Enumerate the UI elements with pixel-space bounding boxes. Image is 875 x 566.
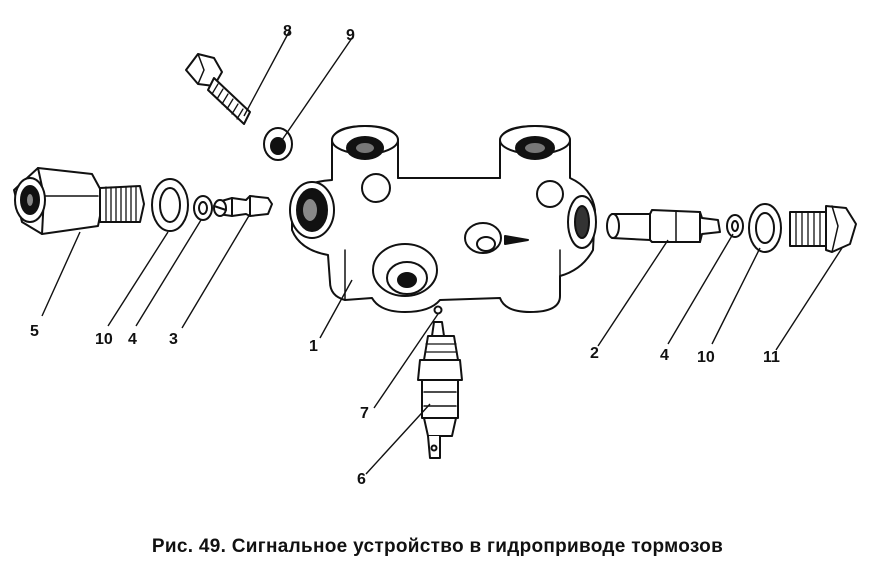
label-part-4-right: 4 bbox=[660, 347, 669, 364]
label-part-2: 2 bbox=[590, 345, 599, 362]
valve-body bbox=[289, 125, 597, 313]
signal-switch bbox=[417, 321, 463, 459]
label-part-9: 9 bbox=[346, 27, 355, 44]
leader-lines bbox=[41, 29, 843, 475]
label-part-1: 1 bbox=[309, 338, 318, 355]
piston-left bbox=[213, 195, 273, 217]
ball bbox=[433, 305, 443, 315]
threaded-plug bbox=[789, 205, 857, 253]
label-part-6: 6 bbox=[357, 471, 366, 488]
label-part-7: 7 bbox=[360, 405, 369, 422]
union-nut bbox=[13, 167, 145, 235]
label-part-10-left: 10 bbox=[95, 331, 113, 348]
bolt bbox=[185, 53, 251, 125]
label-part-8: 8 bbox=[283, 23, 292, 40]
label-part-11: 11 bbox=[763, 349, 780, 366]
piston-right bbox=[606, 209, 721, 243]
label-part-4-left: 4 bbox=[128, 331, 137, 348]
o-ring-left bbox=[193, 195, 213, 221]
figure-caption: Рис. 49. Сигнальное устройство в гидропр… bbox=[151, 536, 724, 557]
ring-washer bbox=[263, 127, 293, 161]
label-part-3: 3 bbox=[169, 331, 178, 348]
washer-right bbox=[748, 203, 782, 253]
washer-left bbox=[151, 178, 189, 232]
label-part-5: 5 bbox=[30, 323, 39, 340]
label-part-10-right: 10 bbox=[697, 349, 715, 366]
o-ring-right bbox=[726, 214, 744, 238]
